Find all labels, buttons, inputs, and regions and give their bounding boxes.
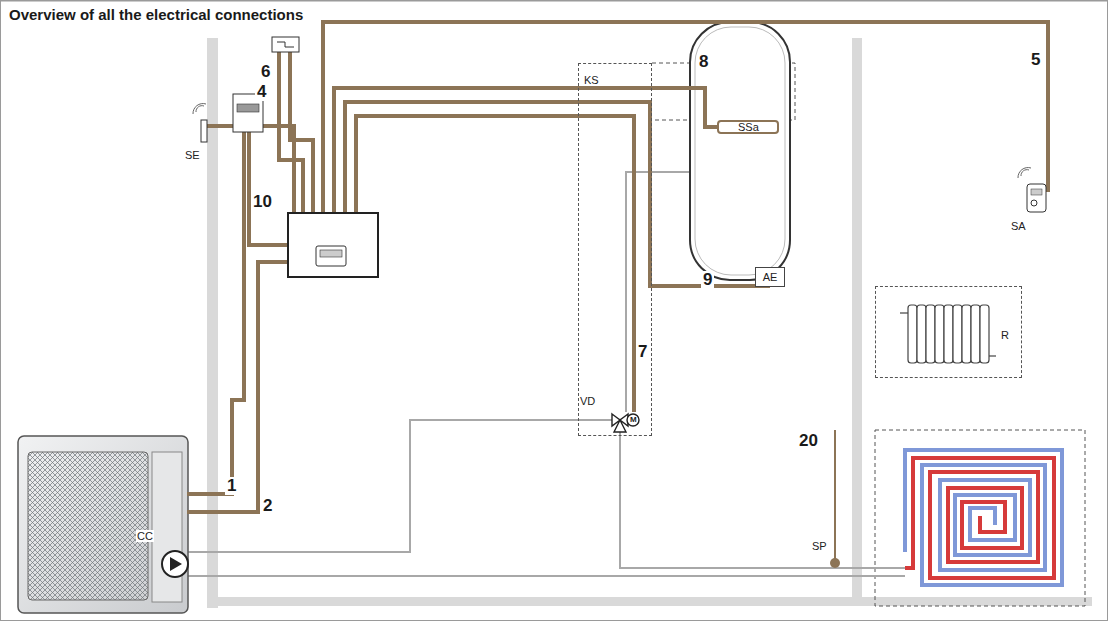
part-label: SE (184, 149, 201, 161)
callout-number: 9 (701, 271, 714, 289)
diagram-title: Overview of all the electrical connectio… (9, 6, 303, 23)
part-label: CC (136, 530, 154, 542)
callout-number: 5 (1029, 51, 1042, 69)
part-label: M (630, 416, 637, 424)
callout-number: 1 (225, 477, 238, 495)
callout-number: 8 (697, 53, 710, 71)
callout-number: 6 (259, 63, 272, 81)
callout-number: 20 (797, 432, 820, 450)
callout-number: 7 (636, 343, 649, 361)
callout-number: 2 (261, 497, 274, 515)
part-label: SA (1010, 220, 1027, 232)
part-label: SSa (737, 121, 760, 133)
dashed-group-box: R (875, 286, 1022, 378)
part-label: SP (811, 540, 828, 552)
part-label: KS (584, 74, 599, 86)
heater-box: AE (755, 267, 785, 287)
part-label: VD (579, 395, 596, 407)
callout-number: 10 (251, 193, 274, 211)
part-label: AE (763, 271, 778, 283)
callout-number: 4 (255, 83, 268, 101)
part-label: R (1001, 329, 1009, 341)
dashed-group-box: KS (578, 63, 652, 436)
